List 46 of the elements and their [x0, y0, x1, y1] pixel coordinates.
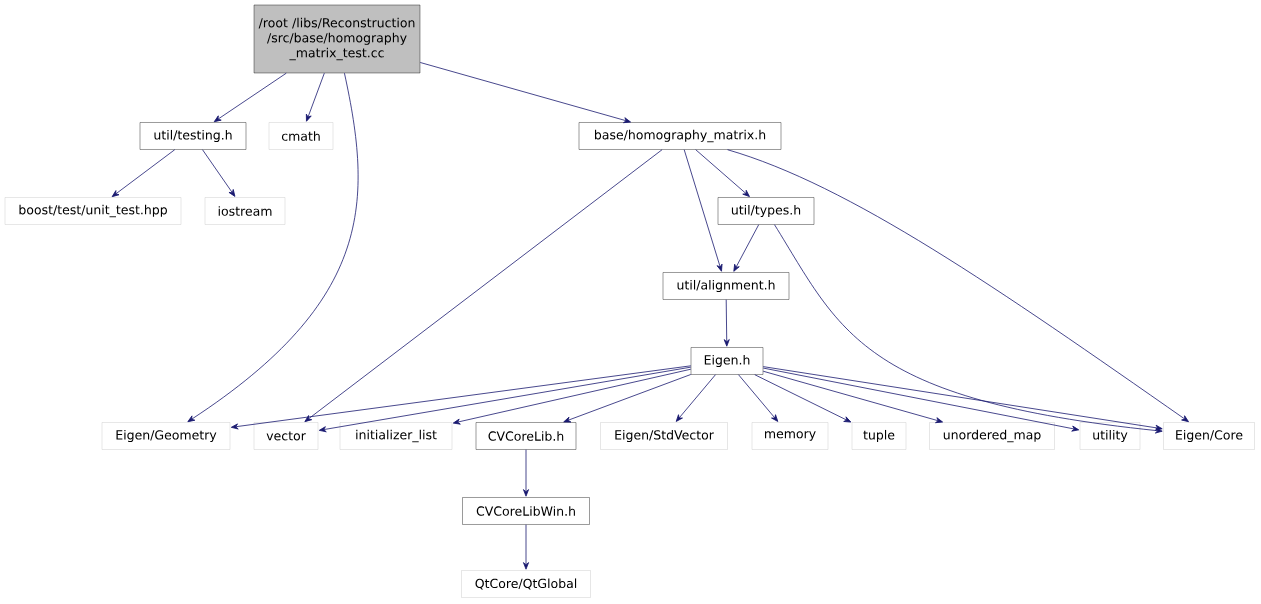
arrow — [762, 370, 943, 424]
arrow — [738, 374, 779, 422]
external-header-box: boost/test/unit_test.hpp — [4, 197, 182, 225]
header-file-box: base/homography_matrix.h — [578, 122, 782, 150]
arrow — [213, 72, 287, 123]
external-header-box: iostream — [204, 197, 286, 225]
arrow — [523, 449, 529, 497]
arrow — [187, 72, 359, 423]
arrow — [762, 366, 1163, 431]
external-header-box: QtCore/QtGlobal — [461, 570, 591, 598]
external-header-box: Eigen/StdVector — [600, 422, 728, 450]
header-file-box: util/testing.h — [139, 122, 247, 150]
external-header-box: utility — [1079, 422, 1141, 450]
arrow — [230, 365, 692, 430]
external-header-box: unordered_map — [929, 422, 1055, 450]
external-header-box: initializer_list — [339, 422, 453, 450]
external-header-box: Eigen/Core — [1163, 422, 1255, 450]
arrow — [754, 374, 852, 423]
arrow — [452, 368, 692, 425]
source-file-box: /root /libs/Reconstruction /src/base/homography _matrix_test.cc — [253, 4, 421, 74]
external-header-box: Eigen/Geometry — [101, 422, 231, 450]
arrow — [202, 149, 236, 197]
arrow — [318, 366, 692, 433]
external-header-box: memory — [751, 422, 829, 450]
external-header-box: tuple — [851, 422, 907, 450]
arrow — [723, 299, 730, 347]
header-file-box: CVCoreLib.h — [475, 422, 577, 450]
external-header-box: cmath — [268, 122, 334, 150]
arrow — [774, 224, 1163, 434]
arrow — [695, 149, 750, 197]
arrow — [675, 374, 716, 422]
arrow — [111, 149, 176, 198]
header-file-box: Eigen.h — [690, 347, 764, 375]
arrow — [523, 524, 529, 570]
arrow — [762, 367, 1080, 432]
header-file-box: CVCoreLibWin.h — [462, 497, 590, 525]
arrow — [727, 149, 1189, 423]
arrow — [419, 62, 631, 124]
header-file-box: util/types.h — [717, 197, 815, 225]
arrow — [683, 149, 723, 272]
arrow — [563, 374, 692, 423]
arrow — [733, 224, 760, 272]
arrow — [305, 72, 325, 122]
arrow — [304, 149, 663, 423]
external-header-box: vector — [253, 422, 319, 450]
header-file-box: util/alignment.h — [662, 272, 790, 300]
